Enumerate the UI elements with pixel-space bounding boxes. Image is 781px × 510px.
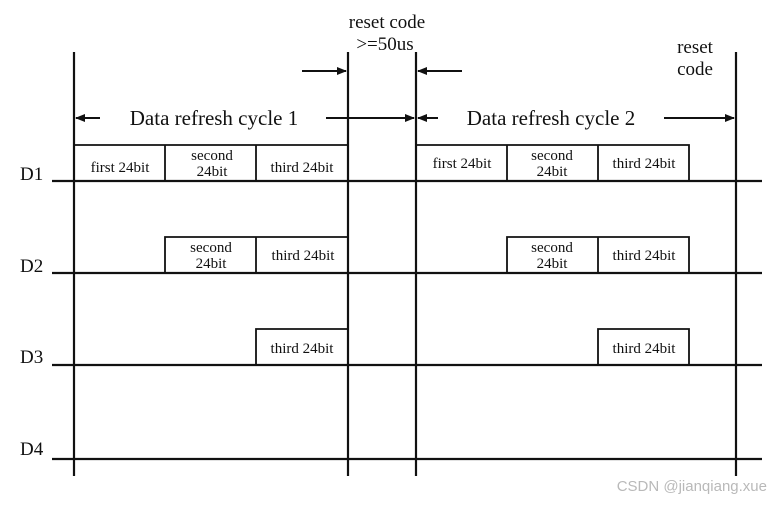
packet-second-24bit: second: [531, 148, 573, 164]
row-label-d3: D3: [20, 347, 43, 368]
row-d2: D2 second 24bit third 24bit second 24bit…: [20, 236, 762, 277]
row-d1: D1 first 24bit second 24bit third 24bit …: [20, 144, 762, 185]
packet-third-24bit: third 24bit: [613, 341, 677, 357]
packet-third-24bit: third 24bit: [613, 156, 677, 172]
packet-third-24bit: third 24bit: [271, 160, 335, 176]
watermark: CSDN @jianqiang.xue: [616, 478, 767, 495]
packet-third-24bit: third 24bit: [613, 248, 677, 264]
reset-code-right-line1: reset: [677, 37, 714, 58]
packet-third-24bit: third 24bit: [272, 248, 336, 264]
reset-code-top-line2: >=50us: [356, 34, 413, 55]
pulse-d3-cycle1: [255, 328, 348, 365]
packet-first-24bit: first 24bit: [433, 156, 493, 172]
cycle1-label: Data refresh cycle 1: [130, 106, 298, 130]
packet-second-24bit: 24bit: [537, 256, 569, 272]
packet-second-24bit: 24bit: [196, 256, 228, 272]
packet-first-24bit: first 24bit: [91, 160, 151, 176]
packet-second-24bit: second: [531, 240, 573, 256]
cycle2-label: Data refresh cycle 2: [467, 106, 635, 130]
row-d4: D4: [20, 439, 762, 461]
reset-code-top-line1: reset code: [349, 12, 425, 33]
pulse-d3-cycle2: [597, 328, 690, 365]
packet-second-24bit: 24bit: [537, 164, 569, 180]
row-label-d4: D4: [20, 439, 44, 460]
reset-code-right-line2: code: [677, 59, 713, 80]
pulse-d1-cycle2: [415, 144, 690, 181]
pulse-d2-cycle1: [164, 236, 348, 273]
packet-second-24bit: second: [191, 148, 233, 164]
packet-third-24bit: third 24bit: [271, 341, 335, 357]
packet-second-24bit: second: [190, 240, 232, 256]
row-label-d2: D2: [20, 256, 43, 277]
row-label-d1: D1: [20, 164, 43, 185]
packet-second-24bit: 24bit: [197, 164, 229, 180]
row-d3: D3 third 24bit third 24bit: [20, 328, 762, 368]
